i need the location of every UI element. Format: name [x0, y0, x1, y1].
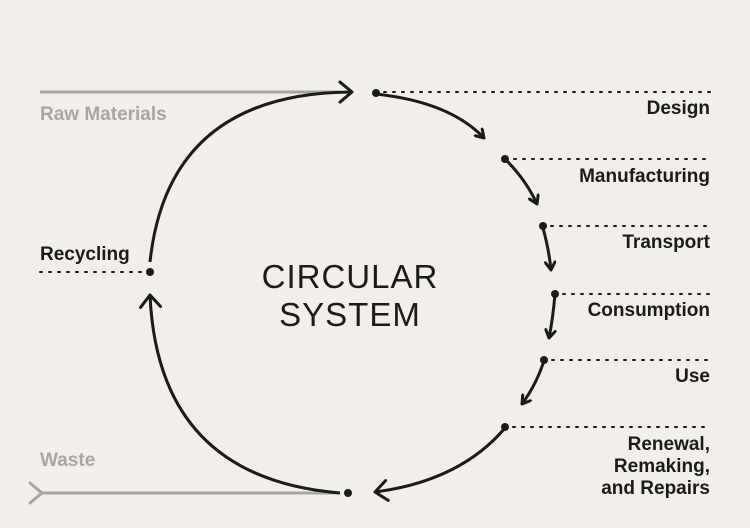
label-raw-materials: Raw Materials [40, 104, 167, 125]
title-line-1: CIRCULAR [261, 258, 439, 295]
arc-recycling-to-top [148, 80, 354, 263]
label-manufacturing: Manufacturing [579, 166, 710, 187]
node-consumption [551, 290, 559, 298]
arrow-consumption-to-use [549, 293, 555, 338]
title-line-2: SYSTEM [279, 296, 421, 333]
arc-bottom-to-recycling [139, 293, 341, 495]
node-manufacturing [501, 155, 509, 163]
node-waste [344, 489, 352, 497]
node-transport [539, 222, 547, 230]
arrow-manufacturing-to-transport [504, 158, 537, 204]
arrow-design-to-manufacturing [375, 92, 484, 138]
label-renewal-line-1: Renewal, [627, 434, 710, 455]
label-waste: Waste [40, 450, 96, 471]
label-renewal-line-3: and Repairs [601, 478, 710, 499]
label-renewal: Renewal, Remaking, and Repairs [601, 434, 710, 500]
diagram-title: CIRCULAR SYSTEM [230, 258, 470, 334]
node-design [372, 89, 380, 97]
arrow-transport-to-consumption [541, 227, 551, 270]
label-transport: Transport [622, 232, 710, 253]
label-design: Design [646, 98, 710, 119]
label-renewal-line-2: Remaking, [613, 456, 710, 477]
label-recycling: Recycling [40, 244, 130, 265]
node-use [540, 356, 548, 364]
label-use: Use [675, 366, 710, 387]
arrow-renewal-to-bottom [373, 427, 507, 502]
label-consumption: Consumption [587, 300, 710, 321]
node-renewal [501, 423, 509, 431]
node-recycling [146, 268, 154, 276]
arrow-use-to-renewal [522, 360, 546, 404]
